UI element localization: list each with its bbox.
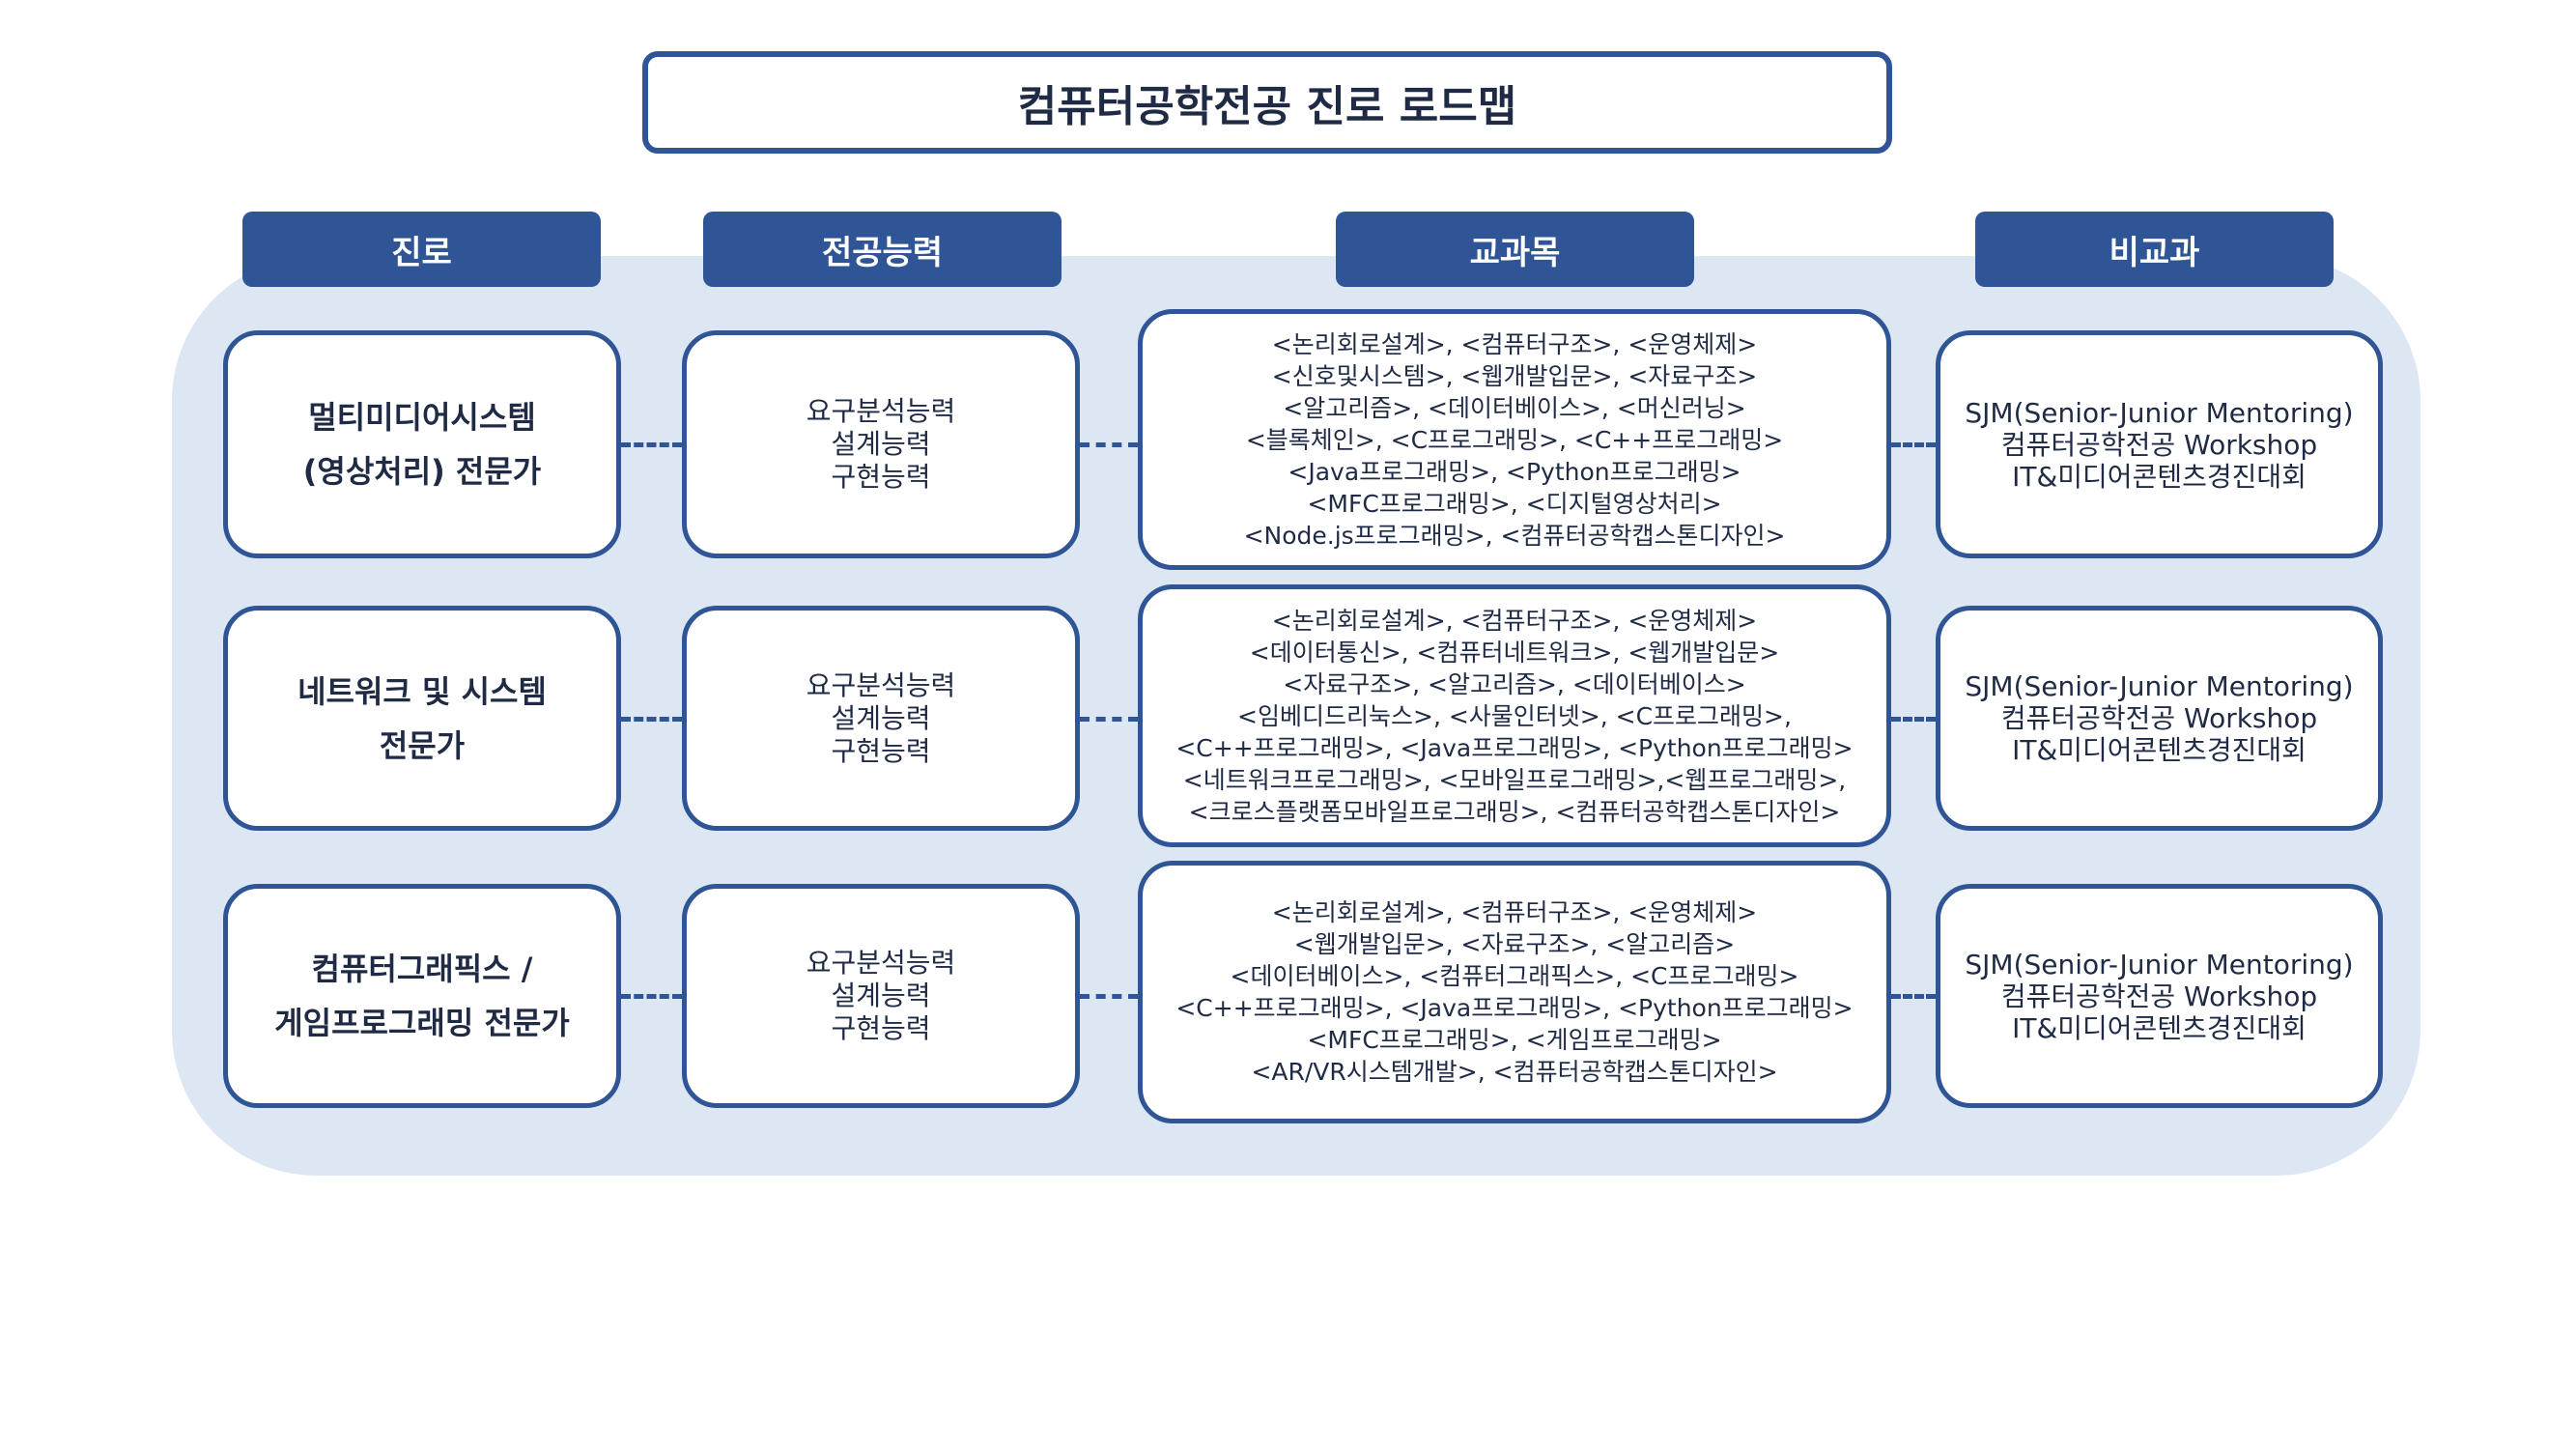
header-extracurricular-label: 비교과 [2109, 233, 2200, 272]
dashed-connector [1891, 716, 1936, 722]
dashed-connector [621, 994, 682, 999]
courses-box: <논리회로설계>, <컴퓨터구조>, <운영체제> <웹개발입문>, <자료구조>… [1138, 861, 1891, 1123]
extracurricular-box-line: IT&미디어콘텐츠경진대회 [2012, 460, 2307, 493]
courses-box-line: <Node.js프로그래밍>, <컴퓨터공학캡스톤디자인> [1243, 521, 1786, 550]
extracurricular-box-line: IT&미디어콘텐츠경진대회 [2012, 1011, 2307, 1044]
courses-box-line: <C++프로그래밍>, <Java프로그래밍>, <Python프로그래밍> [1175, 733, 1854, 762]
dashed-connector [1891, 994, 1936, 999]
courses-box-line: <논리회로설계>, <컴퓨터구조>, <운영체제> [1271, 329, 1758, 358]
roadmap-title: 컴퓨터공학전공 진로 로드맵 [642, 51, 1892, 154]
header-career: 진로 [242, 212, 601, 287]
courses-box-line: <임베디드리눅스>, <사물인터넷>, <C프로그래밍>, [1237, 701, 1792, 730]
extracurricular-box-line: 컴퓨터공학전공 Workshop [2000, 980, 2318, 1012]
extracurricular-box-line: SJM(Senior-Junior Mentoring) [1965, 670, 2354, 702]
courses-box-line: <MFC프로그래밍>, <디지털영상처리> [1307, 489, 1722, 518]
extracurricular-box: SJM(Senior-Junior Mentoring)컴퓨터공학전공 Work… [1936, 606, 2383, 831]
extracurricular-box-line: SJM(Senior-Junior Mentoring) [1965, 396, 2354, 429]
courses-box-line: <크로스플랫폼모바일프로그래밍>, <컴퓨터공학캡스톤디자인> [1188, 797, 1841, 826]
skills-box-line: 요구분석능력 [806, 395, 956, 427]
courses-box-line: <알고리즘>, <데이터베이스>, <머신러닝> [1283, 393, 1746, 422]
extracurricular-box-line: 컴퓨터공학전공 Workshop [2000, 702, 2318, 734]
header-career-label: 진로 [391, 233, 452, 272]
extracurricular-box-line: SJM(Senior-Junior Mentoring) [1965, 948, 2354, 980]
career-box-line: 멀티미디어시스템 [308, 399, 536, 436]
career-box-line: 컴퓨터그래픽스 / [311, 951, 533, 987]
skills-box-line: 설계능력 [831, 428, 931, 460]
dashed-connector [1080, 716, 1138, 722]
skills-box-line: 구현능력 [831, 461, 931, 493]
skills-box-line: 구현능력 [831, 734, 931, 767]
skills-box-line: 설계능력 [831, 980, 931, 1011]
dashed-connector [1080, 994, 1138, 999]
courses-box-line: <AR/VR시스템개발>, <컴퓨터공학캡스톤디자인> [1251, 1058, 1778, 1086]
courses-box-line: <신호및시스템>, <웹개발입문>, <자료구조> [1271, 361, 1758, 390]
header-skills-label: 전공능력 [821, 233, 944, 272]
career-box-line: 네트워크 및 시스템 [297, 672, 547, 710]
extracurricular-box-line: IT&미디어콘텐츠경진대회 [2012, 734, 2307, 766]
courses-box-line: <블록체인>, <C프로그래밍>, <C++프로그래밍> [1245, 425, 1784, 454]
dashed-connector [621, 442, 682, 447]
roadmap-title-text: 컴퓨터공학전공 진로 로드맵 [1017, 82, 1517, 131]
dashed-connector [621, 716, 682, 722]
extracurricular-box: SJM(Senior-Junior Mentoring)컴퓨터공학전공 Work… [1936, 330, 2383, 558]
skills-box-line: 요구분석능력 [806, 947, 956, 979]
header-courses: 교과목 [1336, 212, 1694, 287]
courses-box-line: <Java프로그래밍>, <Python프로그래밍> [1288, 457, 1741, 486]
career-box-line: 전문가 [379, 726, 466, 764]
header-courses-label: 교과목 [1469, 233, 1561, 272]
courses-box: <논리회로설계>, <컴퓨터구조>, <운영체제> <신호및시스템>, <웹개발입… [1138, 309, 1891, 570]
dashed-connector [1080, 442, 1138, 447]
courses-box: <논리회로설계>, <컴퓨터구조>, <운영체제> <데이터통신>, <컴퓨터네트… [1138, 584, 1891, 847]
career-box: 컴퓨터그래픽스 / 게임프로그래밍 전문가 [223, 884, 621, 1108]
skills-box-line: 설계능력 [831, 701, 931, 734]
career-box-line: (영상처리) 전문가 [302, 453, 542, 490]
dashed-connector [1891, 442, 1936, 447]
courses-box-line: <논리회로설계>, <컴퓨터구조>, <운영체제> [1271, 898, 1758, 926]
skills-box-line: 요구분석능력 [806, 668, 956, 701]
extracurricular-box: SJM(Senior-Junior Mentoring)컴퓨터공학전공 Work… [1936, 884, 2383, 1108]
career-box: 멀티미디어시스템 (영상처리) 전문가 [223, 330, 621, 558]
courses-box-line: <데이터통신>, <컴퓨터네트워크>, <웹개발입문> [1249, 638, 1780, 667]
courses-box-line: <데이터베이스>, <컴퓨터그래픽스>, <C프로그래밍> [1230, 962, 1799, 990]
courses-box-line: <MFC프로그래밍>, <게임프로그래밍> [1307, 1026, 1722, 1054]
header-skills: 전공능력 [703, 212, 1062, 287]
career-box-line: 게임프로그래밍 전문가 [274, 1005, 570, 1041]
courses-box-line: <네트워크프로그래밍>, <모바일프로그래밍>,<웹프로그래밍>, [1182, 765, 1847, 794]
extracurricular-box-line: 컴퓨터공학전공 Workshop [2000, 428, 2318, 461]
courses-box-line: <C++프로그래밍>, <Java프로그래밍>, <Python프로그래밍> [1175, 994, 1854, 1022]
header-extracurricular: 비교과 [1975, 212, 2334, 287]
courses-box-line: <자료구조>, <알고리즘>, <데이터베이스> [1283, 669, 1746, 698]
skills-box-line: 구현능력 [831, 1012, 931, 1044]
courses-box-line: <웹개발입문>, <자료구조>, <알고리즘> [1293, 930, 1736, 958]
courses-box-line: <논리회로설계>, <컴퓨터구조>, <운영체제> [1271, 606, 1758, 635]
